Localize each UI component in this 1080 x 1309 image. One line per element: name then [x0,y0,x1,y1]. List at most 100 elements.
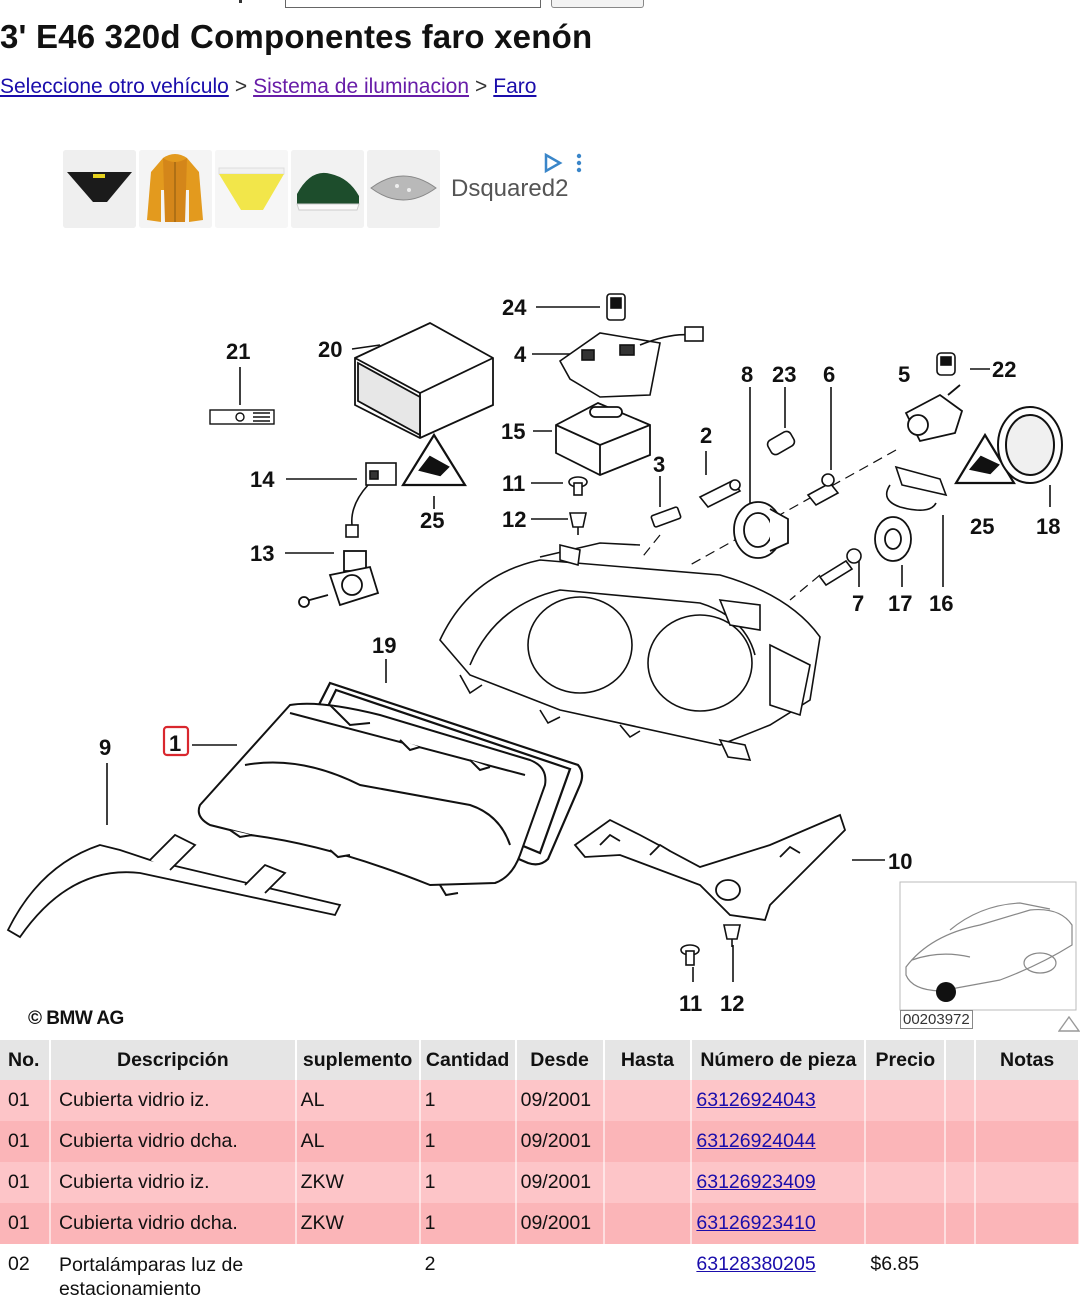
cell-price [865,1203,947,1244]
breadcrumb-select-vehicle-link[interactable]: Seleccione otro vehículo [0,75,229,98]
callout-20[interactable]: 20 [318,337,342,362]
breadcrumb-headlight-link[interactable]: Faro [493,75,537,98]
cell-supplement: AL [295,1080,421,1121]
callout-15[interactable]: 15 [501,419,525,444]
cell-to [603,1244,693,1309]
cell-quantity: 1 [419,1162,517,1203]
callout-16[interactable]: 16 [929,591,953,616]
callout-1[interactable]: 1 [169,731,181,756]
callout-9[interactable]: 9 [99,735,111,760]
callout-17[interactable]: 17 [888,591,912,616]
col-header-no[interactable]: No. [0,1040,51,1080]
col-header-from[interactable]: Desde [515,1040,605,1080]
cell-description: Portalámparas luz de estacionamiento [49,1244,297,1309]
callout-11[interactable]: 11 [502,471,525,496]
report-icon[interactable] [1058,1016,1080,1032]
callout-7[interactable]: 7 [852,591,864,616]
callout-14[interactable]: 14 [250,467,275,492]
ad-thumb-orange-jacket[interactable] [139,150,212,228]
callout-18[interactable]: 18 [1036,514,1060,539]
cell-supplement [295,1244,421,1309]
cell-no: 01 [0,1121,51,1162]
cell-no: 01 [0,1080,51,1121]
vehicle-search-input[interactable] [285,0,541,8]
part-number-link[interactable]: 63126923409 [696,1171,816,1193]
table-row[interactable]: 01 Cubierta vidrio iz. AL 1 09/2001 6312… [0,1080,1080,1121]
callout-25-right[interactable]: 25 [970,514,994,539]
callout-21[interactable]: 21 [226,339,250,364]
diagram-id: 00203972 [900,1010,973,1029]
ad-thumb-green-sneaker[interactable] [291,150,364,228]
cell-no: 02 [0,1244,51,1309]
callout-10[interactable]: 10 [888,849,912,874]
ad-brand-name[interactable]: Dsquared2 [451,175,569,202]
cell-notes [975,1244,1080,1309]
callout-11-bottom[interactable]: 11 [679,991,702,1016]
cell-part-number: 63126924043 [691,1080,867,1121]
callout-23[interactable]: 23 [772,362,796,387]
cell-supplement: ZKW [295,1162,421,1203]
vehicle-search-button[interactable] [551,0,644,8]
ad-choices-icon[interactable] [543,152,583,179]
page-title: 3' E46 320d Componentes faro xenón [0,18,593,55]
breadcrumb-lighting-link[interactable]: Sistema de iluminacion [253,75,470,98]
callout-4[interactable]: 4 [514,342,527,367]
table-row[interactable]: 01 Cubierta vidrio dcha. AL 1 09/2001 63… [0,1121,1080,1162]
table-row[interactable]: 01 Cubierta vidrio dcha. ZKW 1 09/2001 6… [0,1203,1080,1244]
col-header-cart [945,1040,977,1080]
cell-description: Cubierta vidrio iz. [49,1080,297,1121]
ad-banner[interactable]: Dsquared2 [63,150,583,230]
cell-from: 09/2001 [515,1162,605,1203]
cell-part-number: 63126923409 [691,1162,867,1203]
cell-description: Cubierta vidrio dcha. [49,1203,297,1244]
callout-5[interactable]: 5 [898,362,910,387]
col-header-supplement[interactable]: suplemento [295,1040,421,1080]
table-row[interactable]: 01 Cubierta vidrio iz. ZKW 1 09/2001 631… [0,1162,1080,1203]
col-header-description[interactable]: Descripción [49,1040,297,1080]
col-header-price[interactable]: Precio [865,1040,947,1080]
cell-to [603,1080,693,1121]
callout-12[interactable]: 12 [502,507,526,532]
ad-thumb-yellow-brief[interactable] [215,150,288,228]
part-number-link[interactable]: 63128380205 [696,1253,816,1275]
breadcrumb-separator: > [475,75,488,98]
callout-22[interactable]: 22 [992,357,1016,382]
cell-cart [945,1121,977,1162]
part-number-link[interactable]: 63126924043 [696,1089,816,1111]
cell-to [603,1162,693,1203]
diagram-copyright: © BMW AG [28,1008,124,1029]
callout-25[interactable]: 25 [420,508,444,533]
callout-2[interactable]: 2 [700,423,712,448]
cell-price: $6.85 [865,1244,947,1309]
parts-diagram-drawing: 24 4 21 20 8 23 6 5 22 15 2 14 11 3 25 1… [6,293,1077,1016]
cell-cart [945,1080,977,1121]
car-locator-inset [899,881,1077,1011]
callout-3[interactable]: 3 [653,452,665,477]
callout-6[interactable]: 6 [823,362,835,387]
callout-24[interactable]: 24 [502,295,527,320]
cell-part-number: 63128380205 [691,1244,867,1309]
part-number-link[interactable]: 63126924044 [696,1130,816,1152]
ad-thumb-silver-clutch[interactable] [367,150,440,228]
part-number-link[interactable]: 63126923410 [696,1212,816,1234]
callout-8[interactable]: 8 [741,362,753,387]
col-header-quantity[interactable]: Cantidad [419,1040,517,1080]
cell-notes [975,1162,1080,1203]
ad-thumb-swim-brief[interactable] [63,150,136,228]
cell-to [603,1121,693,1162]
callout-19[interactable]: 19 [372,633,396,658]
parts-table: No. Descripción suplemento Cantidad Desd… [0,1040,1080,1309]
callout-12-bottom[interactable]: 12 [720,991,744,1016]
table-row[interactable]: 02 Portalámparas luz de estacionamiento … [0,1244,1080,1309]
cell-to [603,1203,693,1244]
cell-part-number: 63126924044 [691,1121,867,1162]
cell-quantity: 1 [419,1121,517,1162]
col-header-part-number[interactable]: Número de pieza [691,1040,867,1080]
col-header-notes[interactable]: Notas [975,1040,1080,1080]
col-header-to[interactable]: Hasta [603,1040,693,1080]
cell-description: Cubierta vidrio dcha. [49,1121,297,1162]
cell-part-number: 63126923410 [691,1203,867,1244]
cell-notes [975,1121,1080,1162]
cell-cart [945,1162,977,1203]
callout-13[interactable]: 13 [250,541,274,566]
